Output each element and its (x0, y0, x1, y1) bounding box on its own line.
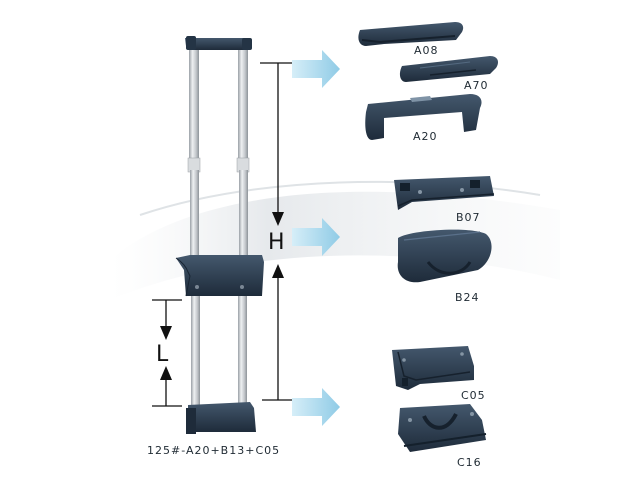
part-a70-image (399, 56, 498, 82)
trolley-assembly (175, 36, 264, 434)
part-label-c05: C05 (461, 389, 486, 402)
part-a20-image (365, 94, 482, 140)
bottom-bracket-assembly (188, 402, 256, 432)
part-label-b24: B24 (455, 291, 480, 304)
assembly-code-caption: 125#-A20+B13+C05 (147, 444, 281, 457)
part-c16-image (398, 404, 487, 452)
part-b24-image (397, 229, 492, 283)
arrow-to-middle-parts-icon (292, 218, 340, 256)
part-label-a20: A20 (413, 130, 438, 143)
dimension-l (152, 299, 182, 407)
dimension-h (260, 62, 294, 401)
top-handle-assembly (185, 38, 252, 50)
arrow-to-top-handles-icon (292, 50, 340, 88)
part-b07-image (394, 176, 495, 210)
arrow-to-bottom-parts-icon (292, 388, 340, 426)
l-dimension-label: L (156, 342, 169, 367)
background-swoosh (110, 191, 560, 300)
part-label-a08: A08 (414, 44, 439, 57)
h-dimension-label: H (268, 230, 285, 255)
part-a08-image (358, 22, 464, 46)
part-c05-image (392, 346, 474, 390)
part-label-b07: B07 (456, 211, 481, 224)
part-label-a70: A70 (464, 79, 489, 92)
part-label-c16: C16 (457, 456, 482, 469)
